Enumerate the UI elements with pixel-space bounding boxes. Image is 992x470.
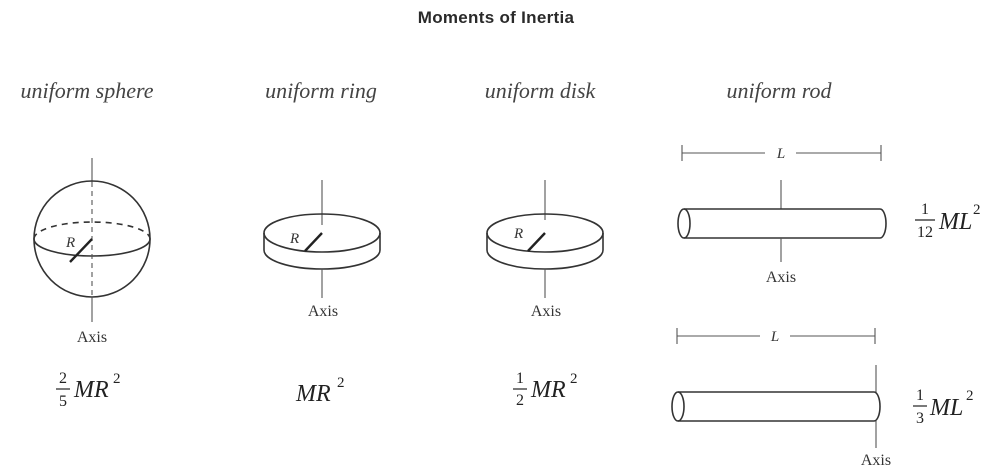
rod-end-formula-exponent: 2 [966,388,974,404]
sphere-formula-exponent: 2 [113,371,121,387]
rod-center-figure: L Axis [677,145,887,286]
ring-radius-line [304,232,323,252]
ring-heading: uniform ring [265,78,377,103]
rod-end-formula-denominator: 3 [916,410,924,427]
disk-axis-label: Axis [531,303,561,320]
sphere-radius-label: R [65,235,75,251]
rod-center-formula-numerator: 1 [921,201,929,218]
disk-top-face [486,213,604,253]
disk-formula-numerator: 1 [516,370,524,387]
rod-end-figure: L Axis [671,328,891,469]
ring-formula-body: MR [295,381,331,407]
disk-formula-body: MR [530,377,566,403]
sphere-axis-label: Axis [77,329,107,346]
sphere-radius-line [69,238,93,263]
diagram-title: Moments of Inertia [417,8,575,27]
rod-center-formula-denominator: 12 [917,224,933,241]
rod-center-formula: 1 12 ML 2 [915,201,981,241]
rod-end-formula-numerator: 1 [916,387,924,404]
rod-center-formula-exponent: 2 [973,202,981,218]
disk-formula: 1 2 MR 2 [513,370,578,409]
rod-end-axis-label: Axis [861,452,891,469]
sphere-heading: uniform sphere [20,78,153,103]
disk-heading: uniform disk [485,78,597,103]
disk-radius-label: R [513,226,523,242]
sphere-formula: 2 5 MR 2 [56,370,121,410]
rod-center-formula-body: ML [938,209,972,235]
ring-formula: MR 2 [295,375,345,407]
disk-formula-denominator: 2 [516,392,524,409]
rod-center-length-label: L [776,146,785,162]
sphere-formula-numerator: 2 [59,370,67,387]
disk-formula-exponent: 2 [570,371,578,387]
sphere-formula-body: MR [73,377,109,403]
ring-figure: R Axis [263,180,381,320]
rod-center-left-cap [677,208,691,239]
rod-heading: uniform rod [727,78,833,103]
rod-end-formula: 1 3 ML 2 [913,387,974,427]
rod-end-right-cap [873,391,881,422]
disk-bottom-rim [486,249,604,270]
sphere-formula-denominator: 5 [59,393,67,410]
ring-radius-label: R [289,231,299,247]
rod-end-left-cap [671,391,685,422]
ring-top-rim [263,213,381,253]
rod-center-axis-label: Axis [766,269,796,286]
sphere-figure: R Axis [33,158,151,346]
disk-figure: R Axis [486,180,604,320]
rod-center-right-cap [879,208,887,239]
rod-end-length-label: L [770,329,779,345]
ring-bottom-rim [263,249,381,270]
ring-axis-label: Axis [308,303,338,320]
ring-formula-exponent: 2 [337,375,345,391]
rod-end-formula-body: ML [929,395,963,421]
disk-radius-line [527,232,546,252]
